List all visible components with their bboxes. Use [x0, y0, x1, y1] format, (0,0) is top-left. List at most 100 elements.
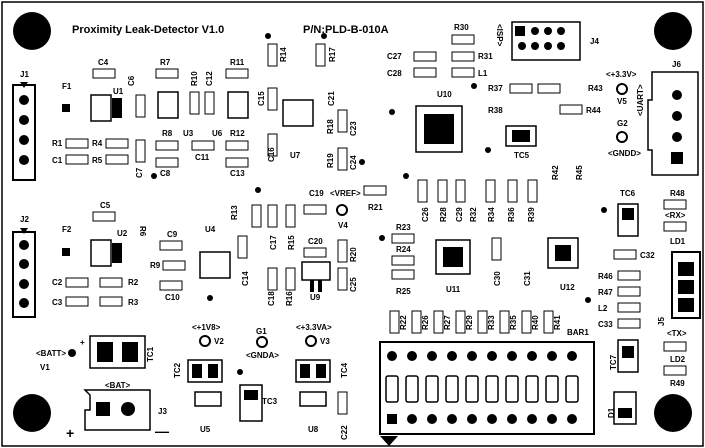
- c8-part: [155, 157, 179, 168]
- tc4-pad: [300, 364, 310, 378]
- c23-label: C23: [349, 121, 358, 136]
- f2-pad: [62, 248, 70, 256]
- r12-label: R12: [230, 129, 245, 138]
- c24-label: C24: [349, 155, 358, 170]
- tc5-pad: [512, 130, 530, 142]
- bar1-pin: [407, 414, 417, 424]
- c12-label: C12: [205, 71, 214, 86]
- r36-part: [507, 179, 518, 203]
- j6-pin: [672, 90, 682, 100]
- j4-pin: [557, 42, 565, 50]
- r21-label: R21: [368, 203, 383, 212]
- v18-label: <+1V8>: [192, 323, 221, 332]
- c15-part: [267, 87, 278, 111]
- u12-chip: [547, 237, 579, 269]
- via: [237, 369, 243, 375]
- j5-pin: [678, 262, 694, 276]
- c32-label: C32: [640, 251, 655, 260]
- j6-label: J6: [672, 60, 681, 69]
- c17-label: C17: [269, 235, 278, 250]
- c27-part: [413, 51, 437, 62]
- c32-part: [613, 249, 637, 260]
- ld1-part: [663, 221, 687, 232]
- tc2-label: TC2: [173, 362, 182, 378]
- bar1-segment: [485, 375, 499, 403]
- bar1-pin: [447, 351, 457, 361]
- bar1-pin: [507, 351, 517, 361]
- bar1-top-pins: [387, 351, 577, 361]
- r30-label: R30: [454, 23, 469, 32]
- bar1-pin: [467, 414, 477, 424]
- tc4-pad: [316, 364, 326, 378]
- r22-label: R22: [399, 315, 408, 330]
- u12-die: [555, 245, 571, 261]
- r29-part: [455, 310, 466, 334]
- j5-label: J5: [657, 317, 666, 326]
- j5-pin: [678, 298, 694, 312]
- r47-part: [617, 286, 641, 297]
- r35-part: [499, 310, 510, 334]
- r24-part: [391, 255, 415, 266]
- c11-part: [191, 140, 215, 151]
- r31-part: [451, 51, 475, 62]
- l2-part: [617, 302, 641, 313]
- via: [255, 187, 261, 193]
- j1-pin: [19, 115, 29, 125]
- c13-label: C13: [230, 169, 245, 178]
- c21-label: C21: [327, 91, 336, 106]
- c18-label: C18: [267, 291, 276, 306]
- via: [403, 173, 409, 179]
- r42-label: R42: [551, 165, 560, 180]
- mounting-hole-bottom-left: [13, 394, 51, 432]
- j1-pin: [19, 135, 29, 145]
- j4-pin: [518, 42, 526, 50]
- c6-label: C6: [127, 75, 136, 86]
- c9-part: [159, 240, 183, 251]
- j3-pin: [96, 402, 110, 416]
- c23-part: [337, 109, 348, 133]
- c25-part: [337, 267, 348, 291]
- rx-label: <RX>: [665, 211, 686, 220]
- ld1-label: LD1: [670, 237, 686, 246]
- c30-part: [491, 237, 502, 261]
- c33-label: C33: [598, 320, 613, 329]
- r43-part: [537, 83, 561, 94]
- r22-part: [389, 310, 400, 334]
- mounting-hole-bottom-right: [654, 394, 692, 432]
- u9-label: U9: [310, 293, 321, 302]
- via: [321, 33, 327, 39]
- via: [471, 83, 477, 89]
- u5-label: U5: [200, 425, 211, 434]
- r49-part: [663, 365, 687, 376]
- c19-part: [303, 204, 327, 215]
- u11-label: U11: [446, 285, 461, 294]
- r9-part: [162, 260, 186, 271]
- j2-pin: [19, 259, 29, 269]
- c33-part: [617, 318, 641, 329]
- l1-label: L1: [478, 69, 488, 78]
- r40-label: R40: [531, 315, 540, 330]
- j4-pin: [557, 27, 565, 35]
- r26-part: [411, 310, 422, 334]
- r5-part: [105, 154, 129, 165]
- r25-label: R25: [396, 287, 411, 296]
- r35-label: R35: [509, 315, 518, 330]
- c24-part: [337, 147, 348, 171]
- batt-label: <BATT>: [36, 349, 66, 358]
- c3-label: C3: [52, 298, 63, 307]
- u7-label: U7: [290, 151, 301, 160]
- u1-chip: [90, 94, 112, 122]
- r49-label: R49: [670, 379, 685, 388]
- j5-pin: [678, 280, 694, 294]
- c28-label: C28: [387, 69, 402, 78]
- bar1-pin: [567, 351, 577, 361]
- tc6-pad: [622, 208, 634, 220]
- f2-label: F2: [62, 225, 72, 234]
- mounting-hole-top-left: [13, 12, 51, 50]
- u10-label: U10: [437, 90, 452, 99]
- tc4-label: TC4: [340, 362, 349, 378]
- r27-label: R27: [443, 315, 452, 330]
- bar1-segment: [565, 375, 579, 403]
